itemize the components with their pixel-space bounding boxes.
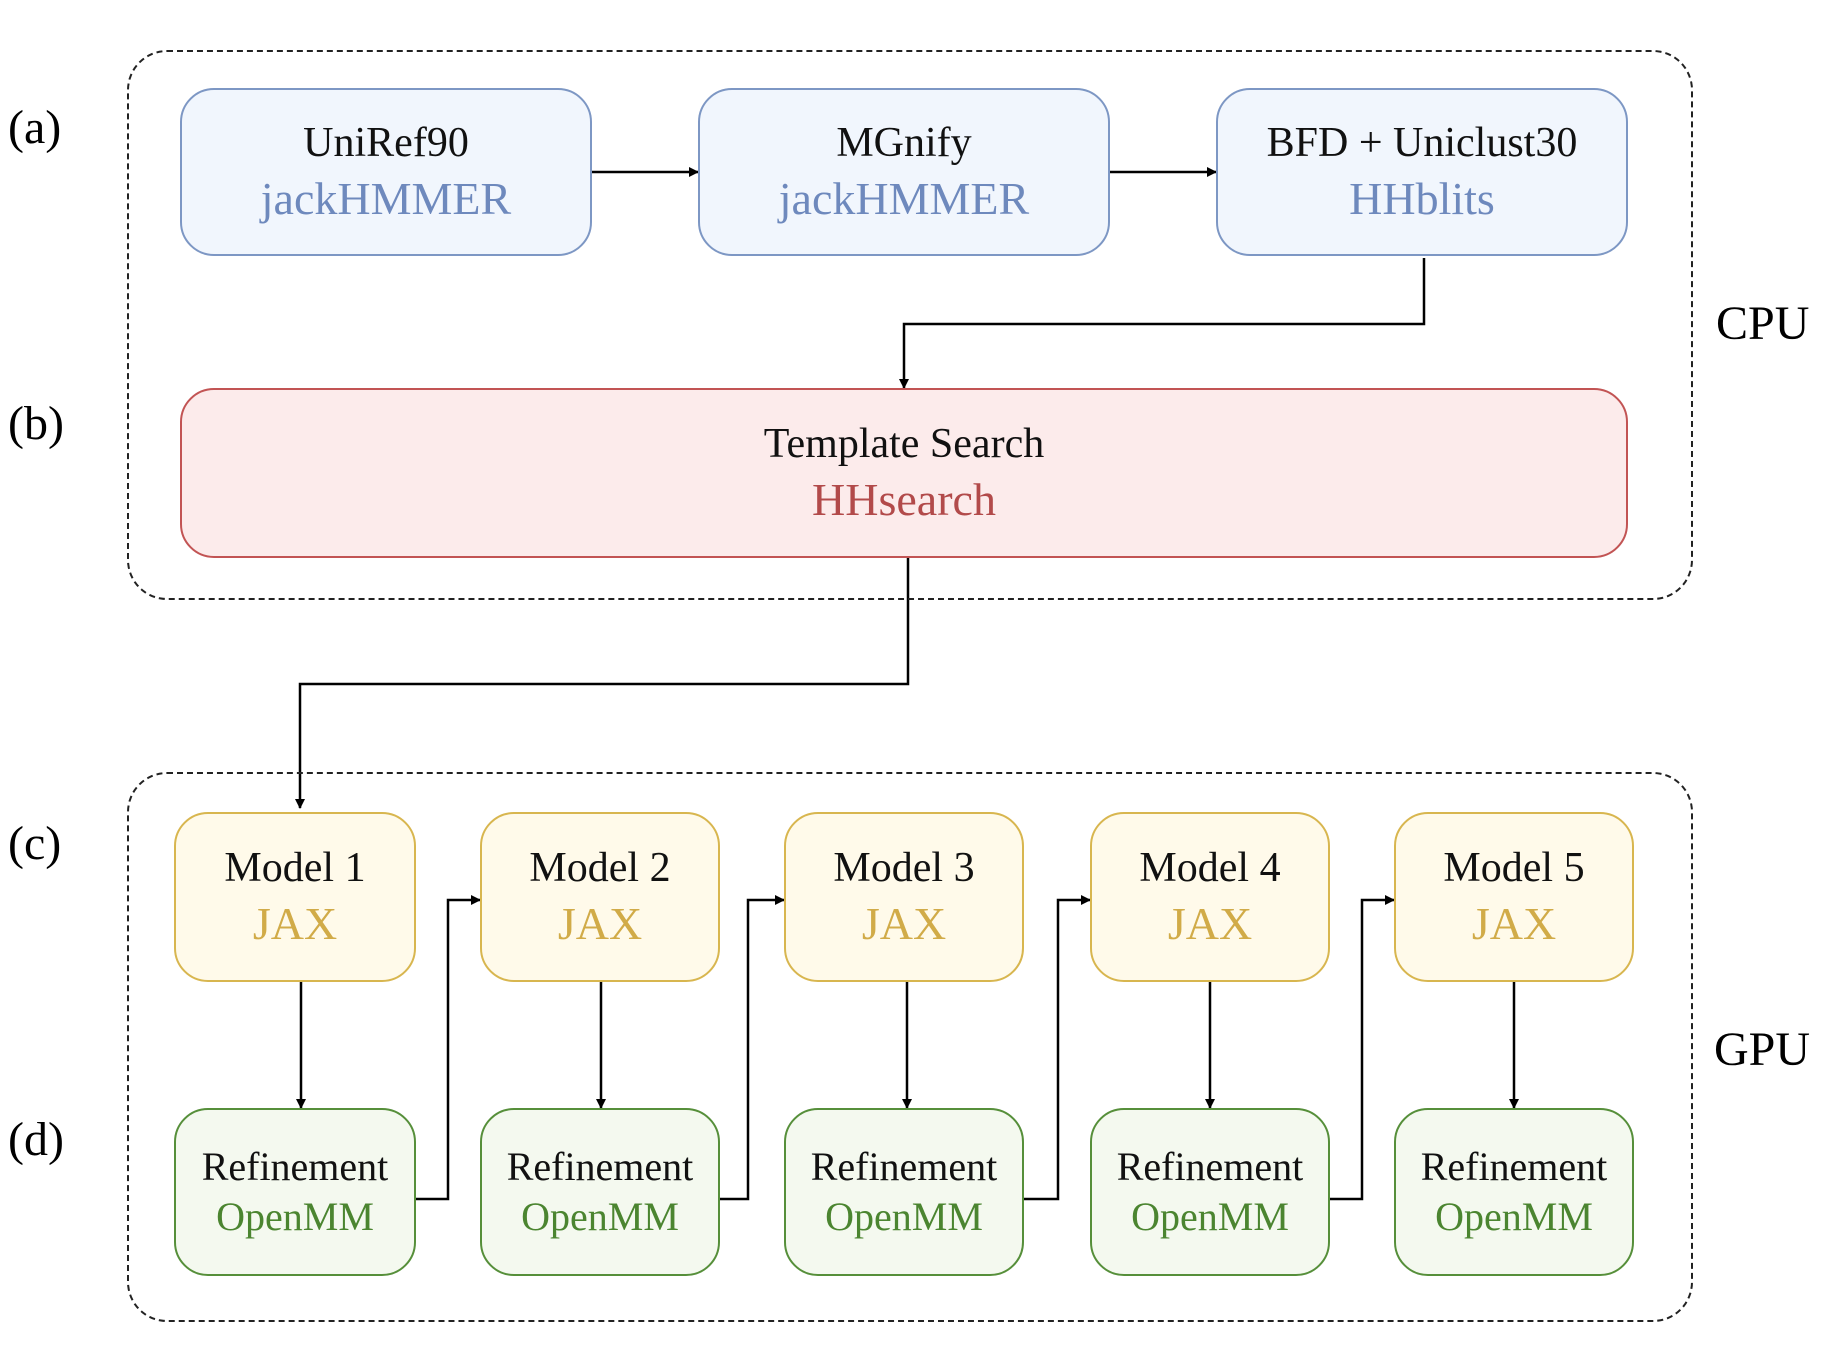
arrow-refine4-to-model5 — [1328, 895, 1395, 1201]
model-2-label: Model 2 — [529, 845, 671, 891]
arrow-refine1-to-model2 — [416, 895, 481, 1201]
uniref90-box: UniRef90 jackHMMER — [180, 88, 592, 256]
model-1-box: Model 1 JAX — [174, 812, 416, 982]
template-tool-label: HHsearch — [812, 473, 996, 525]
template-search-box: Template Search HHsearch — [180, 388, 1628, 558]
model-3-box: Model 3 JAX — [784, 812, 1024, 982]
bfd-tool-label: HHblits — [1349, 172, 1495, 224]
model-1-tool: JAX — [252, 897, 338, 949]
mgnify-db-label: MGnify — [836, 120, 972, 166]
row-label-a: (a) — [8, 101, 62, 154]
mgnify-tool-label: jackHMMER — [778, 172, 1030, 224]
cpu-label: CPU — [1716, 297, 1810, 350]
refinement-2-tool: OpenMM — [521, 1194, 679, 1239]
refinement-4-tool: OpenMM — [1131, 1194, 1289, 1239]
model-5-box: Model 5 JAX — [1394, 812, 1634, 982]
model-2-box: Model 2 JAX — [480, 812, 720, 982]
refinement-3-tool: OpenMM — [825, 1194, 983, 1239]
refinement-2-label: Refinement — [506, 1144, 694, 1189]
model-2-tool: JAX — [557, 897, 643, 949]
gpu-label: GPU — [1714, 1023, 1811, 1076]
gpu-group — [127, 772, 1693, 1322]
model-1-label: Model 1 — [224, 845, 366, 891]
arrow-refine3-to-model4 — [1024, 895, 1091, 1201]
uniref90-tool-label: jackHMMER — [260, 172, 512, 224]
mgnify-box: MGnify jackHMMER — [698, 88, 1110, 256]
model-5-label: Model 5 — [1443, 845, 1585, 891]
bfd-db-label: BFD + Uniclust30 — [1266, 120, 1578, 166]
model-3-label: Model 3 — [833, 845, 975, 891]
uniref90-db-label: UniRef90 — [303, 120, 469, 166]
refinement-4-box: Refinement OpenMM — [1090, 1108, 1330, 1276]
refinement-3-label: Refinement — [810, 1144, 998, 1189]
model-4-box: Model 4 JAX — [1090, 812, 1330, 982]
row-label-c: (c) — [8, 817, 62, 870]
arrow-bfd-to-template — [899, 258, 1426, 389]
refinement-5-box: Refinement OpenMM — [1394, 1108, 1634, 1276]
refinement-5-tool: OpenMM — [1435, 1194, 1593, 1239]
model-3-tool: JAX — [861, 897, 947, 949]
template-search-label: Template Search — [763, 421, 1045, 467]
refinement-3-box: Refinement OpenMM — [784, 1108, 1024, 1276]
cpu-group — [127, 50, 1693, 600]
model-4-tool: JAX — [1167, 897, 1253, 949]
row-label-d: (d) — [8, 1113, 64, 1166]
refinement-4-label: Refinement — [1116, 1144, 1304, 1189]
refinement-5-label: Refinement — [1420, 1144, 1608, 1189]
arrow-refine2-to-model3 — [720, 895, 785, 1201]
refinement-1-label: Refinement — [201, 1144, 389, 1189]
row-label-b: (b) — [8, 397, 64, 450]
bfd-uniclust30-box: BFD + Uniclust30 HHblits — [1216, 88, 1628, 256]
refinement-1-tool: OpenMM — [216, 1194, 374, 1239]
refinement-2-box: Refinement OpenMM — [480, 1108, 720, 1276]
model-4-label: Model 4 — [1139, 845, 1281, 891]
refinement-1-box: Refinement OpenMM — [174, 1108, 416, 1276]
model-5-tool: JAX — [1471, 897, 1557, 949]
arrow-template-to-model1 — [295, 558, 910, 809]
